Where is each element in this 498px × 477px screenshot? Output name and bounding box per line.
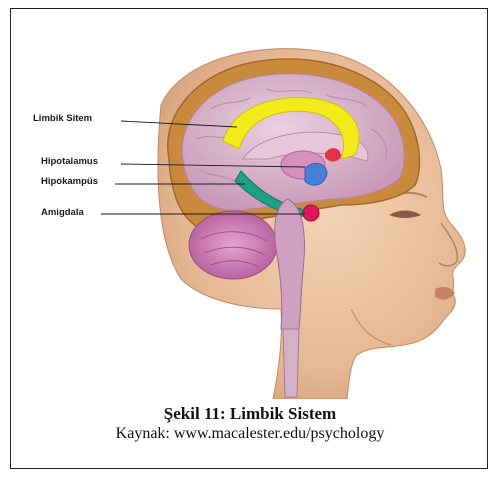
label-amygdala: Amigdala [41,207,84,218]
amygdala [303,205,319,221]
brainstem [275,199,305,329]
label-limbic: Limbik Sitem [33,113,92,124]
label-hippocampus: Hipokampüs [41,176,98,187]
head-brain-illustration [11,9,489,399]
figure-frame: Limbik Sitem Hipotalamus Hipokampüs Amig… [10,8,488,469]
cerebellum [189,211,277,279]
caption-title: Şekil 11: Limbik Sistem [11,404,489,424]
caption-source: Kaynak: www.macalester.edu/psychology [11,425,489,443]
label-hypothalamus: Hipotalamus [41,156,98,167]
spinal-cord [283,329,299,397]
